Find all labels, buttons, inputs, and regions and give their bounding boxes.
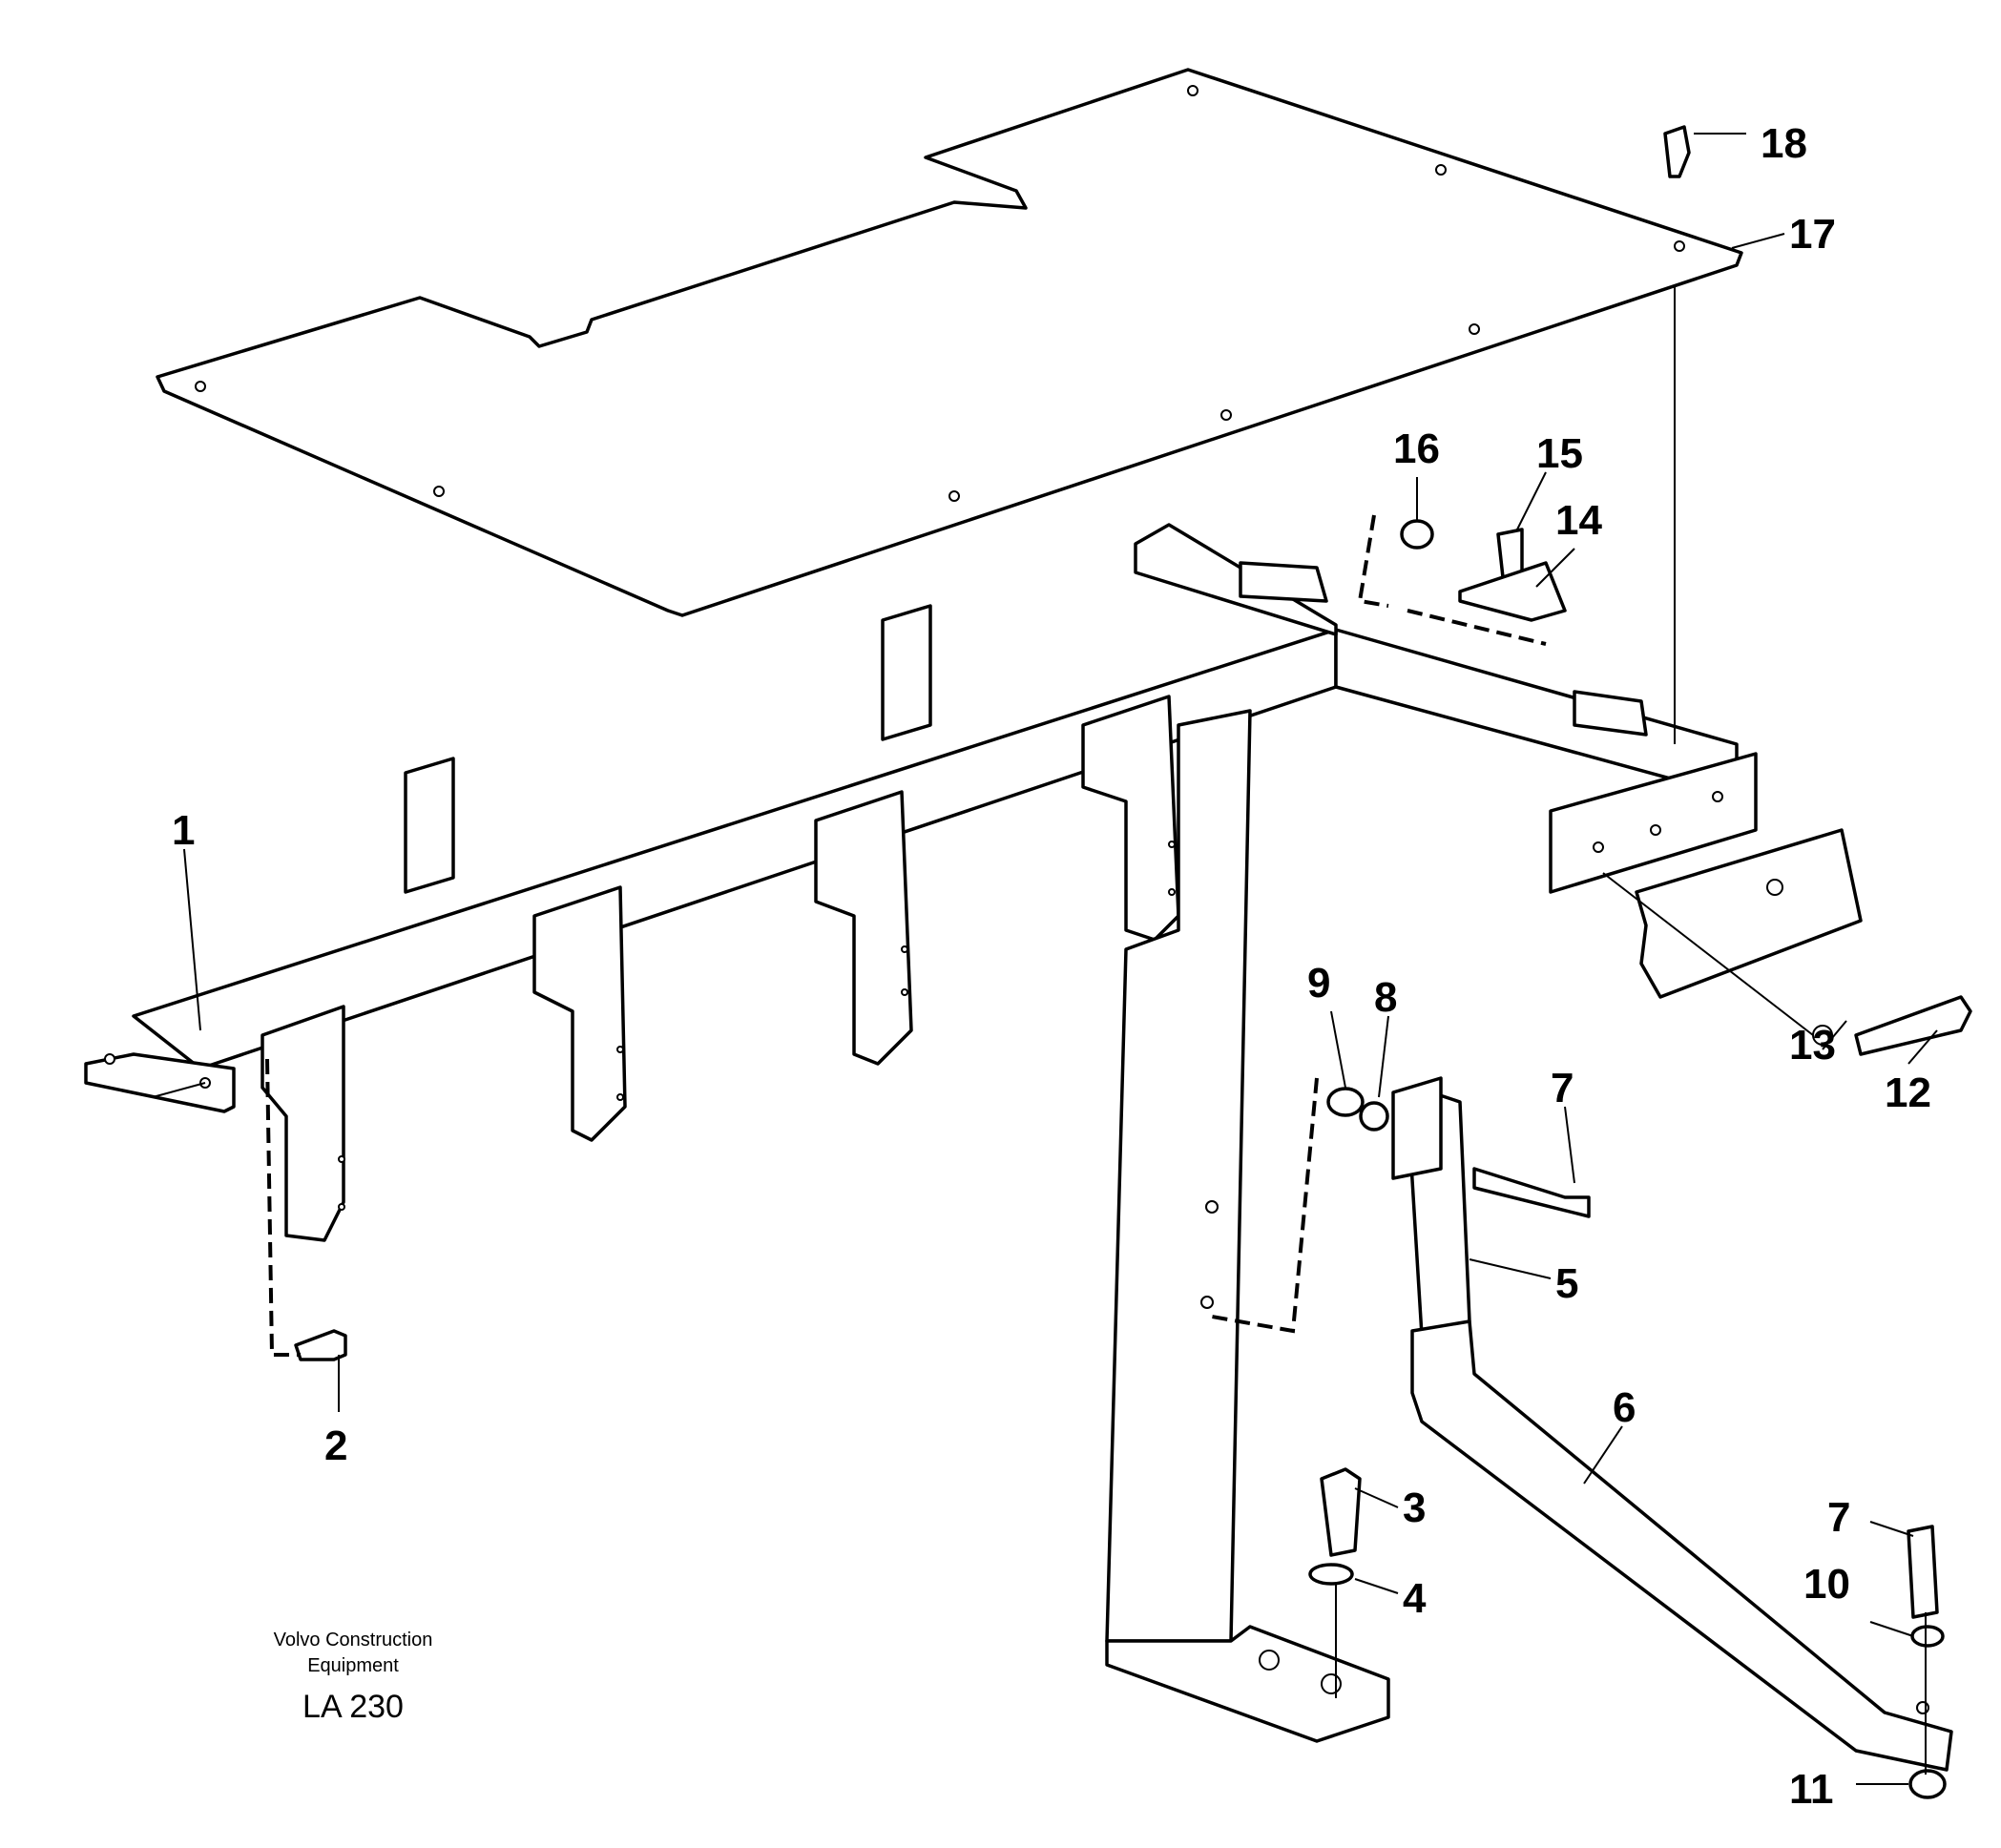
credit-block: Volvo Construction Equipment LA 230 (274, 1630, 433, 1725)
callout-8: 8 (1374, 974, 1397, 1021)
callout-7-lower: 7 (1827, 1494, 1850, 1541)
assembly-lines (265, 286, 1927, 1775)
callout-14: 14 (1555, 497, 1602, 544)
callout-labels: 1 2 3 4 5 6 7 8 9 10 11 12 13 14 15 16 1… (172, 120, 1931, 1813)
floor-plate (156, 68, 1743, 617)
credit-line-2: Equipment (307, 1655, 399, 1676)
diagram-code: LA 230 (302, 1689, 404, 1725)
callout-6: 6 (1613, 1384, 1636, 1431)
callout-11: 11 (1789, 1766, 1834, 1813)
callout-16: 16 (1393, 426, 1440, 472)
callout-10: 10 (1803, 1561, 1850, 1608)
credit-line-1: Volvo Construction (274, 1630, 433, 1651)
callout-9: 9 (1307, 960, 1330, 1007)
callout-17: 17 (1789, 211, 1836, 258)
callout-5: 5 (1555, 1260, 1578, 1307)
callout-4: 4 (1403, 1575, 1427, 1622)
callout-18: 18 (1761, 120, 1807, 167)
callout-13: 13 (1789, 1022, 1836, 1069)
callout-3: 3 (1403, 1485, 1426, 1531)
callout-1: 1 (172, 807, 195, 854)
frame-assembly (84, 523, 1758, 1743)
callout-12: 12 (1885, 1069, 1931, 1116)
fasteners (294, 125, 1947, 1799)
tube-section (1602, 828, 1972, 1056)
bracket-arm (1391, 1076, 1953, 1772)
callout-7: 7 (1551, 1065, 1574, 1111)
callout-2: 2 (324, 1422, 347, 1469)
callout-15: 15 (1536, 430, 1583, 477)
leader-lines (183, 133, 1938, 1785)
